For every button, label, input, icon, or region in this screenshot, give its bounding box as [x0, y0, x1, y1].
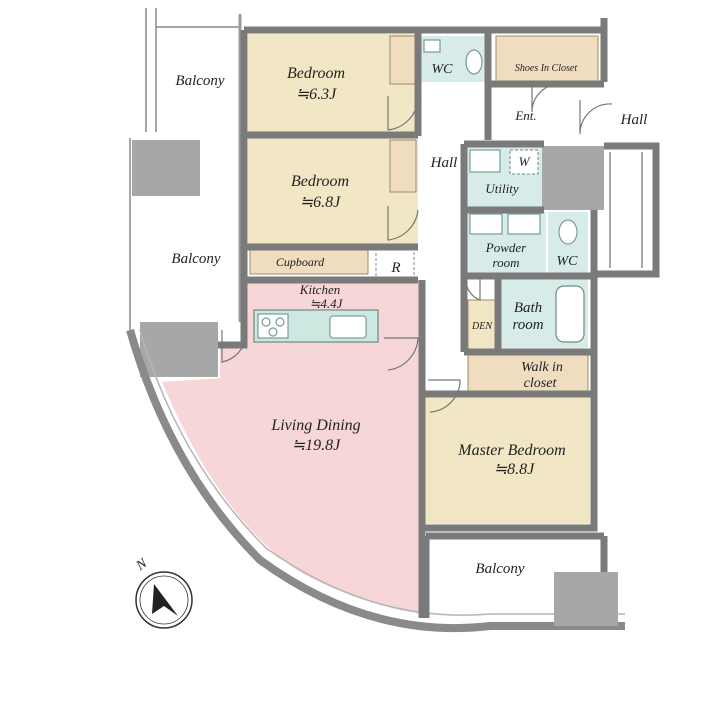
pillar-living-corner: [140, 322, 218, 377]
refrigerator-space: [375, 249, 415, 281]
bedroom-1-size: ≒6.3J: [296, 86, 337, 103]
refrigerator-label: R: [390, 260, 400, 276]
bedroom-1-label: Bedroom: [287, 65, 345, 82]
utility-label: Utility: [485, 181, 518, 196]
den-label: DEN: [471, 321, 493, 332]
shoes-in-closet: [495, 35, 599, 83]
pillar-bottom-right: [554, 572, 618, 626]
master-bedroom-size: ≒8.8J: [494, 461, 535, 478]
hall-center-label: Hall: [430, 155, 458, 171]
living-dining-label: Living Dining: [270, 417, 360, 434]
cupboard-label: Cupboard: [276, 255, 325, 269]
balcony-left-area: [129, 8, 242, 377]
powder-room-label-2: room: [493, 255, 520, 270]
walls: [218, 18, 660, 618]
balcony-top-label: Balcony: [175, 73, 224, 89]
living-dining-size: ≒19.8J: [292, 437, 341, 454]
powder-room-label-1: Powder: [485, 240, 527, 255]
pillar-balcony-left: [132, 140, 200, 196]
washer-label: W: [519, 154, 531, 169]
bedroom-2-label: Bedroom: [291, 173, 349, 190]
balcony-bottom-label: Balcony: [475, 561, 524, 577]
cupboard: [249, 249, 369, 275]
bedroom-2-size: ≒6.8J: [300, 194, 341, 211]
balcony-left-label: Balcony: [171, 251, 220, 267]
entrance-label: Ent.: [514, 108, 536, 123]
kitchen-label: Kitchen: [299, 282, 340, 297]
wc-side-label: WC: [557, 254, 579, 269]
pillar-center: [542, 146, 604, 210]
master-bedroom-label: Master Bedroom: [457, 442, 565, 459]
walk-in-closet-label-1: Walk in: [521, 360, 563, 375]
north-arrow-icon: N: [133, 556, 193, 629]
bath-room-label-1: Bath: [514, 300, 542, 316]
shoes-closet-label: Shoes In Closet: [515, 63, 577, 74]
kitchen-size: ≒4.4J: [310, 296, 344, 311]
compass-north-label: N: [133, 556, 151, 575]
curved-facade: [126, 328, 625, 633]
bath-room-label-2: room: [512, 317, 543, 333]
living-dining-room: [162, 280, 420, 614]
wc-top-label: WC: [432, 62, 454, 77]
master-bedroom: [424, 396, 590, 524]
door-swings: [221, 83, 613, 413]
walk-in-closet-label-2: closet: [524, 376, 558, 391]
hall-right-label: Hall: [620, 112, 648, 128]
